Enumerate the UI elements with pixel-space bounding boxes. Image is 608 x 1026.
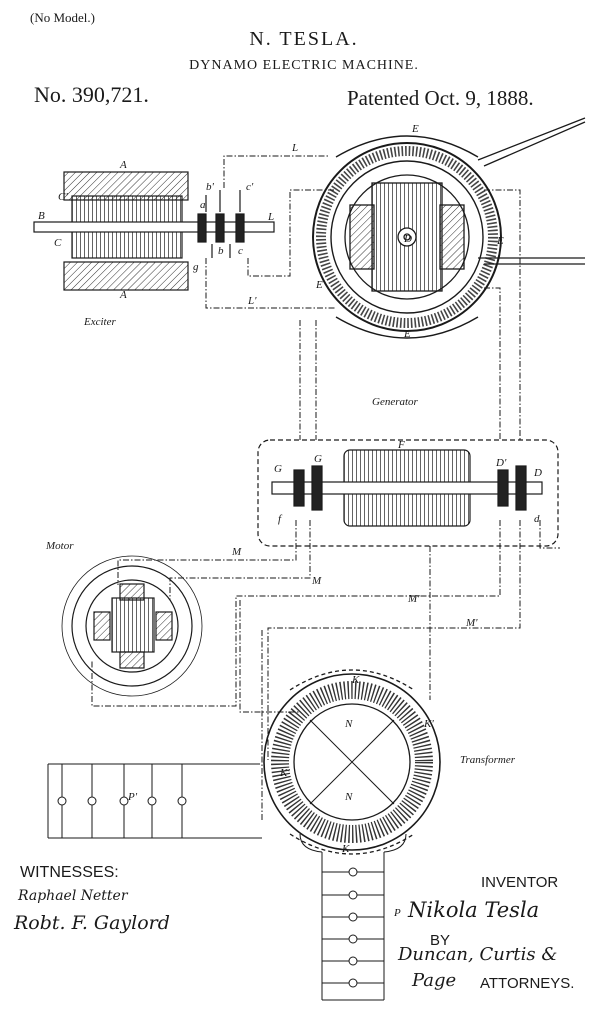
label-p: P xyxy=(393,907,401,919)
label-d-right: D xyxy=(533,467,542,479)
label-m-mid: M xyxy=(311,575,322,587)
exciter-machine xyxy=(33,171,275,291)
inventor-name-heading: N. TESLA. xyxy=(249,28,359,50)
label-m-prime-1: M' xyxy=(407,593,420,605)
inventor-signature: Nikola Tesla xyxy=(408,898,540,922)
label-c-prime: C' xyxy=(58,191,68,203)
label-b-small: b xyxy=(218,245,224,257)
label-d: D xyxy=(403,233,412,245)
label-d-small: d xyxy=(534,513,540,525)
witnesses-label: WITNESSES: xyxy=(20,864,119,881)
patent-title: DYNAMO ELECTRIC MACHINE. xyxy=(189,58,419,73)
circuit-wiring xyxy=(91,155,560,820)
label-a-bottom: A xyxy=(119,289,127,301)
witness-1-signature: Raphael Netter xyxy=(18,888,128,904)
caption-motor: Motor xyxy=(46,540,74,552)
label-g: g xyxy=(193,261,199,273)
label-n-bottom: N xyxy=(344,791,353,803)
label-f-small: f xyxy=(278,513,283,525)
caption-exciter: Exciter xyxy=(84,316,116,328)
by-label: BY xyxy=(430,932,451,949)
label-k-bottom: K xyxy=(341,843,350,855)
witness-2-signature: Robt. F. Gaylord xyxy=(14,912,170,934)
label-e-bottom: E xyxy=(403,328,411,340)
label-e-right: E xyxy=(496,235,504,247)
label-m-prime-2: M' xyxy=(465,617,478,629)
attorneys-signature-line-2: Page xyxy=(412,970,457,991)
label-l-prime: L' xyxy=(247,295,257,307)
label-c-small: c xyxy=(238,245,243,257)
patent-date: Patented Oct. 9, 1888. xyxy=(347,86,534,110)
label-g-right: G xyxy=(314,453,322,465)
inventor-label: INVENTOR xyxy=(481,874,559,891)
motor-machine xyxy=(61,555,203,697)
caption-transformer: Transformer xyxy=(460,754,516,766)
label-e-top: E xyxy=(411,123,419,135)
patent-number: No. 390,721. xyxy=(34,82,149,107)
no-model-note: (No Model.) xyxy=(30,10,95,25)
label-k-top: K xyxy=(351,674,360,686)
label-l-mid: L xyxy=(267,211,274,223)
label-k-prime-left: K' xyxy=(279,767,290,779)
caption-generator: Generator xyxy=(372,396,418,408)
label-d-prime: D' xyxy=(495,457,507,469)
label-b: B xyxy=(38,210,45,222)
label-k-prime-right: K' xyxy=(423,718,434,730)
label-c-prime-small: c' xyxy=(246,181,254,193)
label-g-left: G xyxy=(274,463,282,475)
attorneys-label: ATTORNEYS. xyxy=(480,975,575,992)
label-m-top: M xyxy=(231,546,242,558)
lamp-circuit-left xyxy=(47,763,262,839)
label-e-left: E xyxy=(315,279,323,291)
label-a: a xyxy=(200,199,206,211)
label-n-top: N xyxy=(344,718,353,730)
label-l-top: L xyxy=(291,142,298,154)
label-p-prime: P' xyxy=(127,791,138,803)
machine-f xyxy=(257,439,559,547)
lamp-circuit-bottom xyxy=(299,833,407,1001)
label-c: C xyxy=(54,237,62,249)
label-b-prime: b' xyxy=(206,181,215,193)
transformer xyxy=(263,669,441,855)
label-a-top: A xyxy=(119,159,127,171)
label-f: F xyxy=(397,439,405,451)
generator-machine xyxy=(312,117,586,339)
attorneys-signature-line-1: Duncan, Curtis & xyxy=(398,944,558,965)
drawing-letter-labels: A A B C' C a b' c' b c g L L L' E E E E … xyxy=(38,123,542,919)
